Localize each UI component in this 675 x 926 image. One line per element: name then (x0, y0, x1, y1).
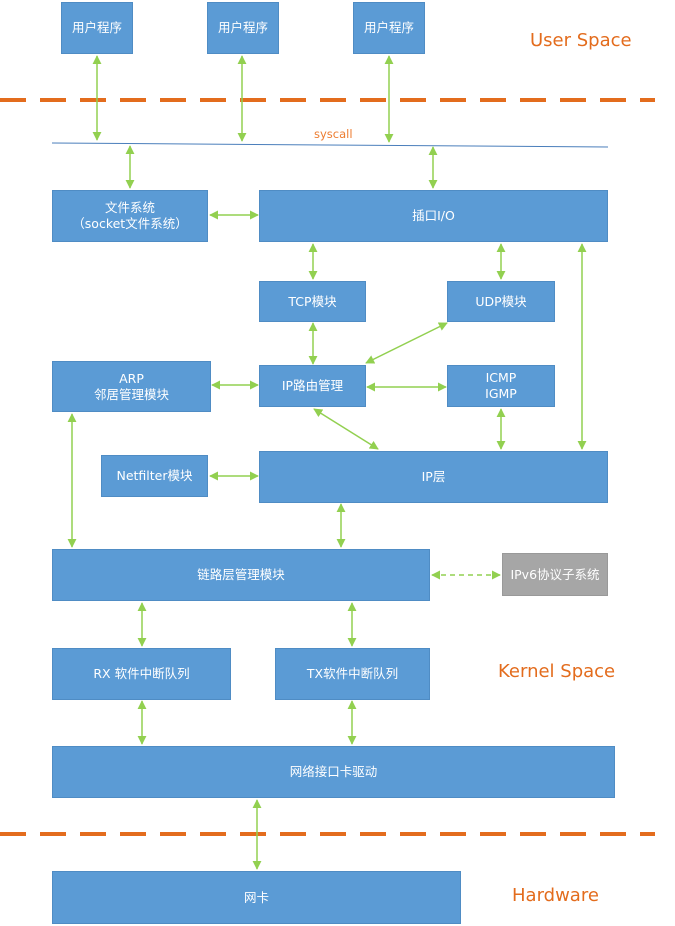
arrow-iprouting-iplayer (313, 408, 379, 450)
syscall-label: syscall (314, 127, 353, 141)
nic-box: 网卡 (52, 871, 461, 924)
file-system-box: 文件系统 （socket文件系统） (52, 190, 208, 242)
netfilter-module-box: Netfilter模块 (101, 455, 208, 497)
user-program-box-1: 用户程序 (61, 2, 133, 54)
syscall-line (51, 142, 609, 148)
nic-driver-box: 网络接口卡驱动 (52, 746, 615, 798)
tx-softirq-queue-box: TX软件中断队列 (275, 648, 430, 700)
ip-layer-box: IP层 (259, 451, 608, 503)
region-label-hardware: Hardware (512, 885, 599, 906)
link-layer-box: 链路层管理模块 (52, 549, 430, 601)
socket-io-box: 插口I/O (259, 190, 608, 242)
user-program-box-3: 用户程序 (353, 2, 425, 54)
icmp-igmp-box: ICMP IGMP (447, 365, 555, 407)
ip-routing-box: IP路由管理 (259, 365, 366, 407)
user-program-box-2: 用户程序 (207, 2, 279, 54)
region-label-kernel-space: Kernel Space (498, 661, 616, 682)
arrow-udp-iprouting (365, 322, 448, 364)
rx-softirq-queue-box: RX 软件中断队列 (52, 648, 231, 700)
region-label-user-space: User Space (530, 30, 632, 51)
ipv6-subsystem-box: IPv6协议子系统 (502, 553, 608, 596)
tcp-module-box: TCP模块 (259, 281, 366, 322)
udp-module-box: UDP模块 (447, 281, 555, 322)
arp-module-box: ARP 邻居管理模块 (52, 361, 211, 412)
